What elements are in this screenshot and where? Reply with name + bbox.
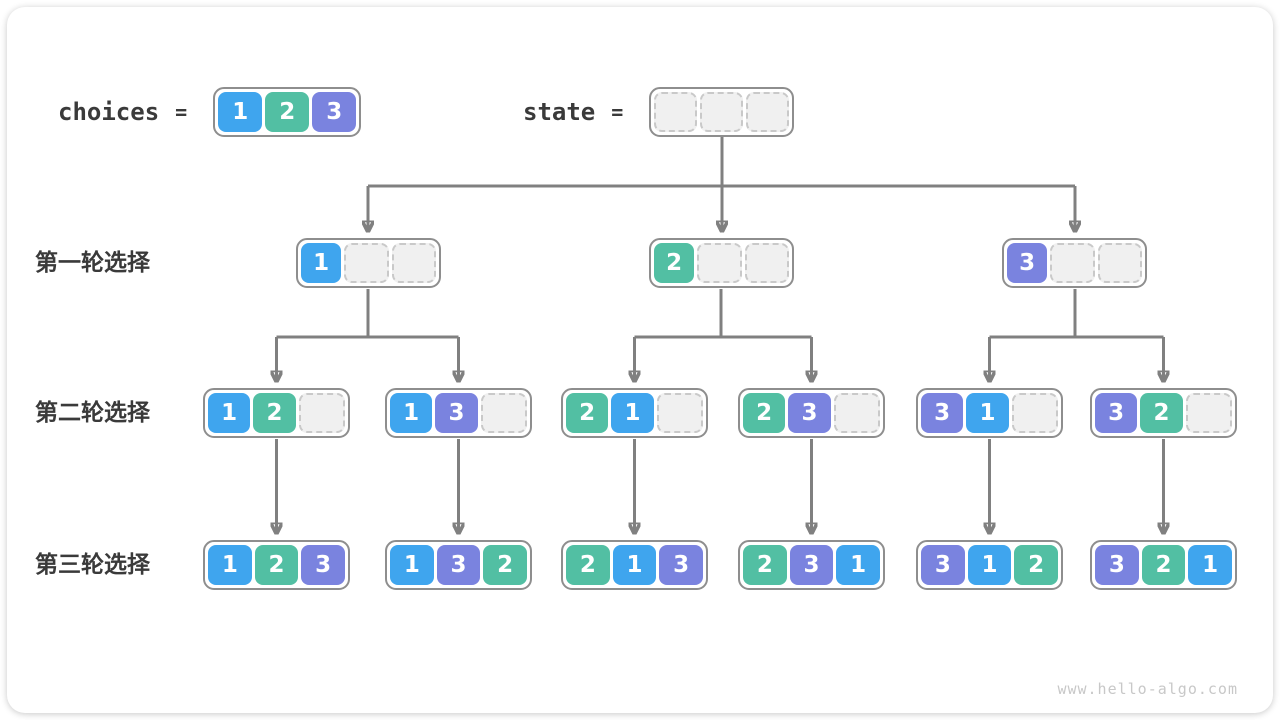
cell-filled-3: 3 [1007,243,1048,283]
cell-empty [1185,393,1232,433]
cell-filled-3: 3 [659,545,704,585]
cell-filled-1: 1 [966,393,1009,433]
state-label: state [523,98,596,126]
cell-empty [1011,393,1058,433]
cell-filled-2: 2 [566,393,609,433]
cell-filled-1: 1 [612,545,657,585]
cell-filled-2: 2 [1140,393,1183,433]
cell-empty [656,393,703,433]
state-box-round1-2: 2 [649,238,794,288]
state-expression: state = [523,87,795,137]
watermark: www.hello-algo.com [1057,680,1238,698]
cell-filled-1: 1 [208,393,251,433]
cell-empty [344,243,389,283]
state-box-round1-1: 1 [296,238,441,288]
cell-filled-3: 3 [435,393,478,433]
cell-empty [1097,243,1142,283]
cell-filled-3: 3 [1095,393,1138,433]
cell-filled-1: 1 [208,545,252,585]
cell-filled-3: 3 [312,92,357,132]
state-equals-sign: = [611,100,624,124]
cell-filled-2: 2 [1141,545,1186,585]
cell-filled-1: 1 [1188,545,1233,585]
cell-empty [298,393,345,433]
cell-filled-1: 1 [390,545,434,585]
cell-empty [746,92,790,132]
choices-equals-sign: = [175,100,188,124]
cell-empty [744,243,789,283]
cell-empty [700,92,744,132]
cell-filled-2: 2 [483,545,528,585]
cell-filled-3: 3 [921,545,965,585]
cell-filled-3: 3 [789,545,834,585]
cell-filled-1: 1 [301,243,342,283]
cell-filled-3: 3 [921,393,964,433]
cell-filled-2: 2 [265,92,310,132]
cell-filled-1: 1 [836,545,881,585]
cell-filled-3: 3 [301,545,346,585]
cell-filled-2: 2 [654,243,695,283]
cell-empty [480,393,527,433]
cell-filled-3: 3 [788,393,831,433]
cell-filled-2: 2 [566,545,610,585]
state-box [649,87,795,137]
cell-filled-1: 1 [611,393,654,433]
cell-filled-1: 1 [967,545,1012,585]
round-3-label: 第三轮选择 [35,552,150,578]
cell-empty [654,92,698,132]
cell-filled-1: 1 [218,92,263,132]
cell-empty [833,393,880,433]
cell-filled-2: 2 [253,393,296,433]
cell-filled-2: 2 [743,545,787,585]
cell-filled-2: 2 [254,545,299,585]
cell-empty [697,243,742,283]
round-2-label: 第二轮选择 [35,400,150,426]
cell-filled-2: 2 [743,393,786,433]
state-box-round1-3: 3 [1002,238,1147,288]
choices-label: choices [58,98,160,126]
cell-filled-3: 3 [436,545,481,585]
cell-empty [1050,243,1095,283]
cell-filled-3: 3 [1095,545,1139,585]
cell-filled-2: 2 [1014,545,1059,585]
cell-filled-1: 1 [390,393,433,433]
cell-empty [391,243,436,283]
round-1-label: 第一轮选择 [35,250,150,276]
